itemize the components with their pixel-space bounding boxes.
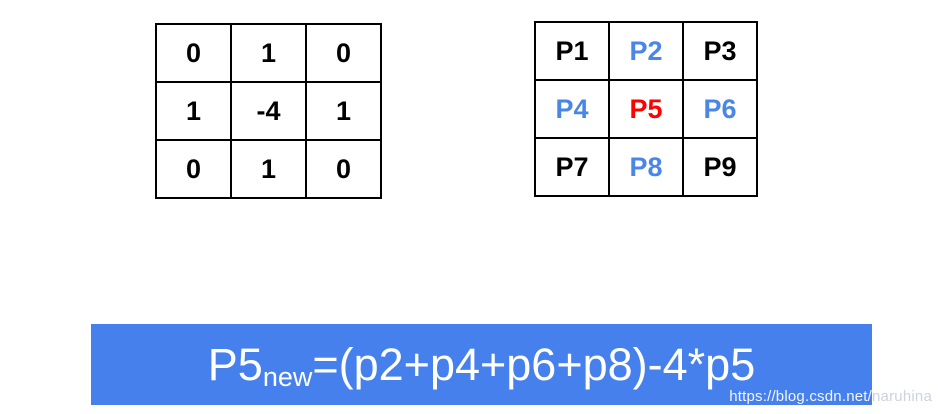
kernel-row: 1 -4 1	[155, 81, 382, 141]
kernel-cell: 0	[155, 139, 232, 199]
kernel-cell: 1	[155, 81, 232, 141]
pixel-cell: P2	[608, 21, 684, 81]
formula-subscript: new	[262, 362, 313, 392]
pixel-cell: P3	[682, 21, 758, 81]
pixel-row: P1 P2 P3	[534, 21, 758, 81]
pixel-row: P4 P5 P6	[534, 79, 758, 139]
kernel-cell: 0	[305, 23, 382, 83]
pixel-row: P7 P8 P9	[534, 137, 758, 197]
kernel-cell: 1	[230, 139, 307, 199]
pixel-cell: P5	[608, 79, 684, 139]
laplacian-kernel-table: 0 1 0 1 -4 1 0 1 0	[155, 23, 382, 199]
kernel-cell: 1	[305, 81, 382, 141]
kernel-row: 0 1 0	[155, 23, 382, 83]
formula-base: P5	[207, 338, 263, 390]
pixel-cell: P7	[534, 137, 610, 197]
pixel-neighborhood-table: P1 P2 P3 P4 P5 P6 P7 P8 P9	[534, 21, 758, 197]
pixel-cell: P6	[682, 79, 758, 139]
pixel-cell: P9	[682, 137, 758, 197]
kernel-row: 0 1 0	[155, 139, 382, 199]
kernel-cell: 0	[155, 23, 232, 83]
pixel-cell: P4	[534, 79, 610, 139]
kernel-cell: -4	[230, 81, 307, 141]
formula-rest: =(p2+p4+p6+p8)-4*p5	[312, 338, 756, 390]
kernel-cell: 1	[230, 23, 307, 83]
pixel-cell: P1	[534, 21, 610, 81]
kernel-cell: 0	[305, 139, 382, 199]
pixel-cell: P8	[608, 137, 684, 197]
